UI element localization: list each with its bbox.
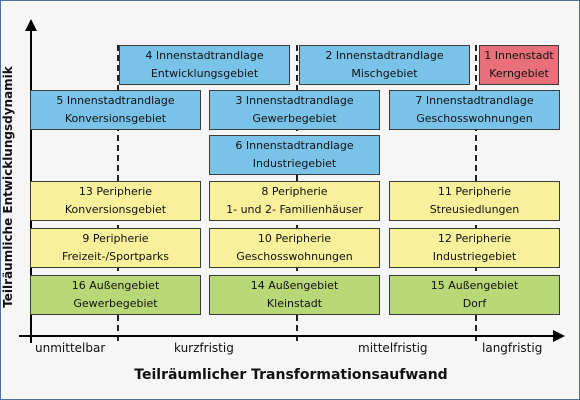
- box-4-subtitle: Entwicklungsgebiet: [150, 67, 259, 80]
- x-axis-line: [19, 335, 559, 337]
- x-tick-mittelfristig: mittelfristig: [358, 341, 428, 355]
- box-12-title: 12 Peripherie: [437, 232, 512, 245]
- box-10-geschosswohnungen: 10 Peripherie Geschosswohnungen: [209, 228, 380, 268]
- x-tick-unmittelbar: unmittelbar: [35, 341, 106, 355]
- box-2-mischgebiet: 2 Innenstadtrandlage Mischgebiet: [299, 45, 470, 85]
- box-1-subtitle: Kerngebiet: [489, 67, 549, 80]
- box-13-subtitle: Konversionsgebiet: [64, 203, 167, 216]
- box-4-entwicklungsgebiet: 4 Innenstadtrandlage Entwicklungsgebiet: [119, 45, 290, 85]
- box-11-title: 11 Peripherie: [437, 185, 512, 198]
- box-7-geschosswohnungen: 7 Innenstadtrandlage Geschosswohnungen: [389, 90, 560, 130]
- box-11-streusiedlungen: 11 Peripherie Streusiedlungen: [389, 181, 560, 221]
- y-axis-arrow-icon: [25, 19, 37, 31]
- box-9-sportparks: 9 Peripherie Freizeit-/Sportparks: [30, 228, 201, 268]
- box-5-subtitle: Konversionsgebiet: [64, 112, 167, 125]
- box-16-gewerbegebiet: 16 Außengebiet Gewerbegebiet: [30, 275, 201, 315]
- box-15-subtitle: Dorf: [462, 297, 487, 310]
- box-14-title: 14 Außengebiet: [250, 279, 339, 292]
- box-11-subtitle: Streusiedlungen: [429, 203, 520, 216]
- box-3-subtitle: Gewerbegebiet: [252, 112, 337, 125]
- box-13-title: 13 Peripherie: [78, 185, 153, 198]
- box-7-subtitle: Geschosswohnungen: [416, 112, 533, 125]
- box-16-title: 16 Außengebiet: [71, 279, 160, 292]
- box-6-subtitle: Industriegebiet: [252, 157, 337, 170]
- box-1-title: 1 Innenstadt: [484, 49, 554, 62]
- box-10-title: 10 Peripherie: [257, 232, 332, 245]
- x-axis-arrow-icon: [553, 330, 565, 342]
- box-1-kerngebiet: 1 Innenstadt Kerngebiet: [479, 45, 559, 85]
- box-8-title: 8 Peripherie: [261, 185, 328, 198]
- box-3-gewerbegebiet: 3 Innenstadtrandlage Gewerbegebiet: [209, 90, 380, 130]
- x-axis-label: Teilräumlicher Transformationsaufwand: [134, 367, 448, 383]
- box-15-title: 15 Außengebiet: [430, 279, 519, 292]
- box-6-title: 6 Innenstadtrandlage: [235, 139, 354, 152]
- box-9-subtitle: Freizeit-/Sportparks: [61, 250, 170, 263]
- y-axis-label: Teilräumliche Entwicklungsdynamik: [1, 66, 15, 308]
- box-2-title: 2 Innenstadtrandlage: [325, 49, 444, 62]
- box-5-konversionsgebiet: 5 Innenstadtrandlage Konversionsgebiet: [30, 90, 201, 130]
- box-9-title: 9 Peripherie: [82, 232, 149, 245]
- box-14-kleinstadt: 14 Außengebiet Kleinstadt: [209, 275, 380, 315]
- box-16-subtitle: Gewerbegebiet: [73, 297, 158, 310]
- box-2-subtitle: Mischgebiet: [351, 67, 418, 80]
- box-4-title: 4 Innenstadtrandlage: [145, 49, 264, 62]
- box-13-konversionsgebiet: 13 Peripherie Konversionsgebiet: [30, 181, 201, 221]
- box-14-subtitle: Kleinstadt: [266, 297, 323, 310]
- box-3-title: 3 Innenstadtrandlage: [235, 94, 354, 107]
- box-7-title: 7 Innenstadtrandlage: [415, 94, 534, 107]
- box-12-subtitle: Industriegebiet: [432, 250, 517, 263]
- box-5-title: 5 Innenstadtrandlage: [56, 94, 175, 107]
- box-8-familienhaeuser: 8 Peripherie 1- und 2- Familienhäuser: [209, 181, 380, 221]
- box-15-dorf: 15 Außengebiet Dorf: [389, 275, 560, 315]
- box-10-subtitle: Geschosswohnungen: [236, 250, 353, 263]
- box-12-industriegebiet: 12 Peripherie Industriegebiet: [389, 228, 560, 268]
- box-8-subtitle: 1- und 2- Familienhäuser: [226, 203, 363, 216]
- box-6-industriegebiet: 6 Innenstadtrandlage Industriegebiet: [209, 135, 380, 175]
- x-tick-langfristig: langfristig: [482, 341, 543, 355]
- x-tick-kurzfristig: kurzfristig: [174, 341, 234, 355]
